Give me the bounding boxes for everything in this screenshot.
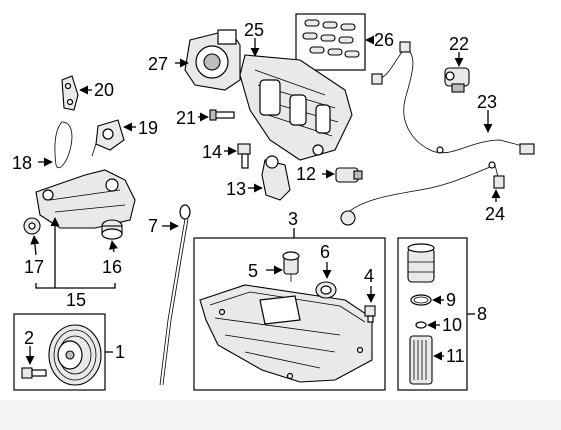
- pickup-tube-part[interactable]: [282, 251, 300, 282]
- callout-17: 17: [24, 257, 44, 277]
- callout-13: 13: [226, 179, 246, 199]
- oil-filter-housing-part[interactable]: [407, 243, 435, 283]
- callout-9: 9: [446, 290, 456, 310]
- callout-24: 24: [485, 204, 505, 224]
- callout-10: 10: [442, 315, 462, 335]
- callout-18: 18: [12, 153, 32, 173]
- callout-15: 15: [66, 290, 86, 310]
- sensor-19-part[interactable]: [91, 119, 125, 157]
- wiring-harness-23-part[interactable]: [371, 41, 535, 155]
- callout-3: 3: [288, 209, 298, 229]
- callout-14: 14: [202, 142, 222, 162]
- timing-chain-part[interactable]: [54, 121, 73, 169]
- cap-16-part[interactable]: [101, 219, 123, 240]
- bracket-20-part[interactable]: [61, 75, 79, 111]
- callout-11: 11: [446, 346, 465, 366]
- crank-pulley-part[interactable]: [48, 324, 102, 386]
- callout-20: 20: [94, 80, 114, 100]
- wiring-harness-24-part[interactable]: [340, 161, 505, 226]
- callout-2: 2: [24, 328, 34, 348]
- callout-8: 8: [477, 304, 487, 324]
- callout-21: 21: [176, 108, 196, 128]
- callout-6: 6: [320, 242, 330, 262]
- callout-16: 16: [102, 257, 122, 277]
- pulley-bolt-part[interactable]: [21, 367, 47, 379]
- callout-26: 26: [374, 30, 394, 50]
- throttle-body-part[interactable]: [184, 29, 241, 91]
- footer-bar: [0, 400, 561, 430]
- oil-pan-part[interactable]: [199, 284, 373, 383]
- intake-manifold-part[interactable]: [239, 54, 353, 161]
- o-ring-10-part[interactable]: [415, 321, 427, 329]
- oil-pan-group-box: [193, 237, 386, 391]
- callout-19: 19: [138, 118, 158, 138]
- callout-12: 12: [296, 164, 316, 184]
- gear-17-part[interactable]: [23, 217, 41, 235]
- callout-4: 4: [364, 266, 374, 286]
- drain-plug-part[interactable]: [364, 305, 376, 323]
- gasket-set-part[interactable]: [295, 13, 366, 71]
- callout-22: 22: [449, 34, 469, 54]
- callout-23: 23: [477, 92, 497, 112]
- sensor-22-part[interactable]: [444, 67, 470, 93]
- callout-7: 7: [148, 216, 158, 236]
- dipstick-part[interactable]: [159, 204, 191, 386]
- callout-25: 25: [244, 20, 264, 40]
- o-ring-9-part[interactable]: [410, 294, 432, 306]
- seal-6-part[interactable]: [315, 281, 337, 299]
- sensor-12-part[interactable]: [335, 167, 363, 183]
- callout-5: 5: [248, 261, 258, 281]
- bolt-14-part[interactable]: [237, 143, 251, 169]
- filter-element-11-part[interactable]: [409, 335, 433, 385]
- callout-1: 1: [115, 342, 125, 362]
- callout-27: 27: [148, 54, 168, 74]
- solenoid-part[interactable]: [261, 155, 291, 201]
- oil-pump-assembly-part[interactable]: [35, 169, 136, 229]
- callout-15-bracket: [35, 283, 116, 289]
- bolt-21-part[interactable]: [209, 109, 235, 121]
